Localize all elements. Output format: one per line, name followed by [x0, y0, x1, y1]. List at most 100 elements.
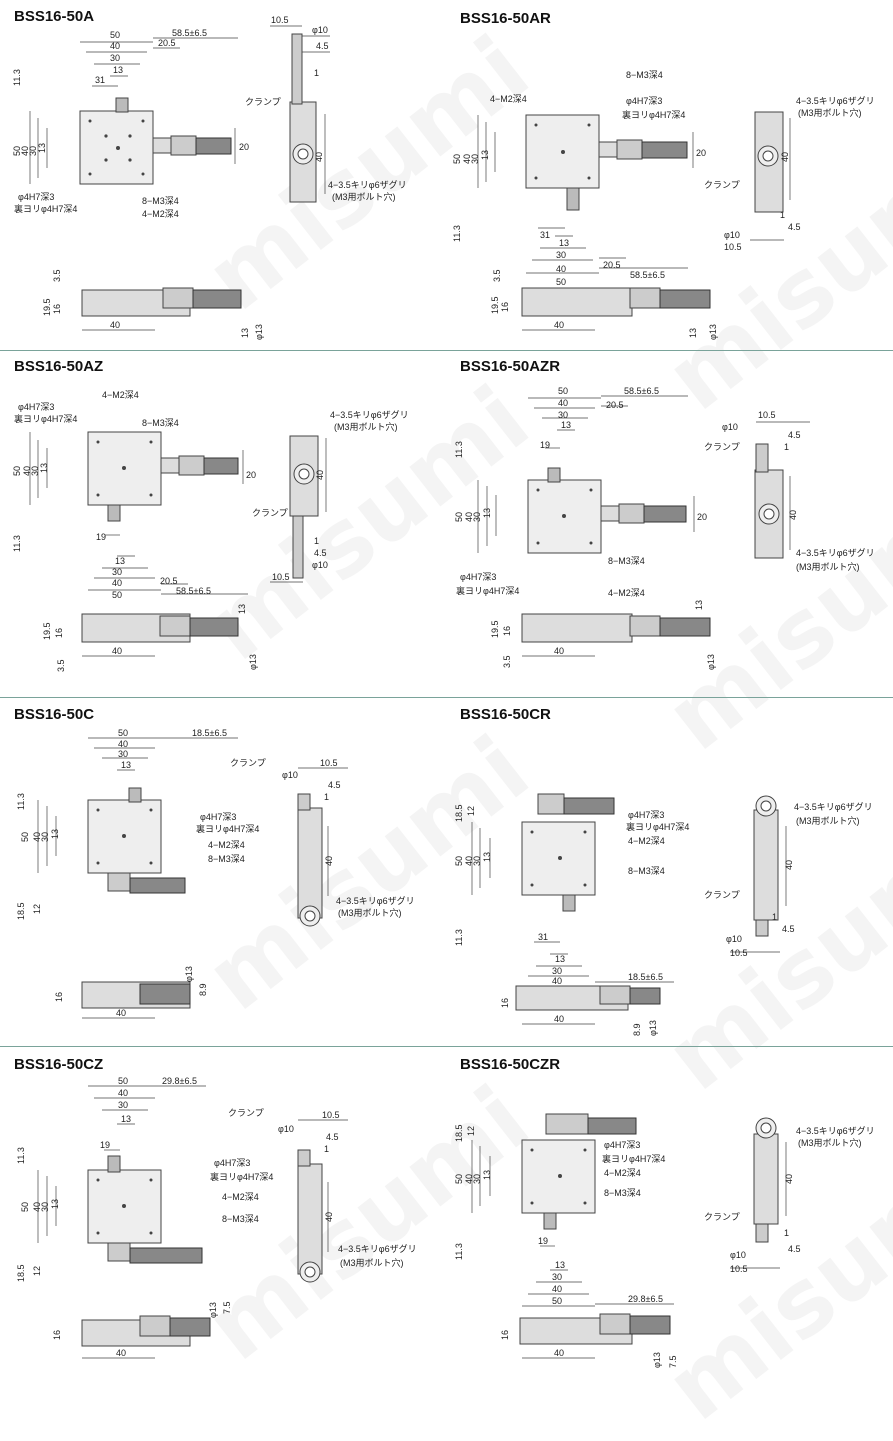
- svg-text:13: 13: [50, 829, 60, 839]
- model-title: BSS16-50CR: [460, 706, 551, 723]
- svg-text:12: 12: [466, 806, 476, 816]
- svg-text:クランプ: クランプ: [704, 180, 740, 190]
- svg-text:φ13: φ13: [184, 966, 194, 982]
- svg-text:20.5: 20.5: [160, 576, 178, 586]
- svg-text:40: 40: [552, 976, 562, 986]
- svg-text:16: 16: [52, 304, 62, 314]
- svg-text:30: 30: [472, 512, 482, 522]
- svg-text:40: 40: [554, 1348, 564, 1358]
- svg-text:18.5±6.5: 18.5±6.5: [628, 972, 663, 982]
- svg-text:50: 50: [12, 466, 22, 476]
- svg-text:1: 1: [314, 68, 319, 78]
- svg-text:40: 40: [784, 860, 794, 870]
- svg-text:40: 40: [784, 1174, 794, 1184]
- svg-text:12: 12: [32, 1266, 42, 1276]
- svg-text:φ10: φ10: [722, 422, 738, 432]
- svg-text:4−M2深4: 4−M2深4: [142, 209, 179, 219]
- svg-text:20: 20: [696, 148, 706, 158]
- svg-text:4−3.5キリφ6ザグリ: 4−3.5キリφ6ザグリ: [794, 801, 873, 812]
- svg-text:13: 13: [115, 556, 125, 566]
- svg-text:40: 40: [118, 1088, 128, 1098]
- svg-text:13: 13: [482, 508, 492, 518]
- svg-text:50: 50: [20, 1202, 30, 1212]
- svg-text:40: 40: [552, 1284, 562, 1294]
- svg-text:10.5: 10.5: [320, 758, 338, 768]
- svg-text:裏ヨリφ4H7深4: 裏ヨリφ4H7深4: [456, 585, 519, 596]
- svg-text:1: 1: [784, 1228, 789, 1238]
- svg-text:4.5: 4.5: [314, 548, 327, 558]
- svg-text:16: 16: [500, 302, 510, 312]
- svg-text:10.5: 10.5: [272, 572, 290, 582]
- svg-text:50: 50: [556, 277, 566, 287]
- svg-text:クランプ: クランプ: [704, 1212, 740, 1222]
- svg-text:16: 16: [502, 626, 512, 636]
- svg-text:30: 30: [558, 410, 568, 420]
- svg-text:40: 40: [462, 154, 472, 164]
- svg-text:12: 12: [466, 1126, 476, 1136]
- svg-text:40: 40: [556, 264, 566, 274]
- svg-text:10.5: 10.5: [730, 948, 748, 958]
- svg-text:1: 1: [324, 1144, 329, 1154]
- svg-text:13: 13: [121, 760, 131, 770]
- svg-text:クランプ: クランプ: [704, 890, 740, 900]
- svg-text:13: 13: [240, 328, 250, 338]
- svg-text:4−3.5キリφ6ザグリ: 4−3.5キリφ6ザグリ: [796, 1125, 875, 1136]
- drawing-50a-front: 40 3.5 19.5 16 13 φ13: [42, 269, 264, 340]
- svg-text:クランプ: クランプ: [228, 1108, 264, 1118]
- svg-text:58.5±6.5: 58.5±6.5: [624, 386, 659, 396]
- svg-text:13: 13: [50, 1199, 60, 1209]
- svg-text:4−3.5キリφ6ザグリ: 4−3.5キリφ6ザグリ: [336, 895, 415, 906]
- svg-text:31: 31: [538, 932, 548, 942]
- svg-text:40: 40: [22, 466, 32, 476]
- svg-text:1: 1: [314, 536, 319, 546]
- svg-text:4.5: 4.5: [326, 1132, 339, 1142]
- svg-text:40: 40: [116, 1348, 126, 1358]
- svg-text:20: 20: [246, 470, 256, 480]
- svg-text:40: 40: [788, 510, 798, 520]
- svg-text:58.5±6.5: 58.5±6.5: [176, 586, 211, 596]
- svg-text:20.5: 20.5: [606, 400, 624, 410]
- svg-text:裏ヨリφ4H7深4: 裏ヨリφ4H7深4: [602, 1153, 665, 1164]
- svg-text:50: 50: [112, 590, 122, 600]
- svg-text:13: 13: [480, 150, 490, 160]
- svg-text:φ13: φ13: [254, 324, 264, 340]
- svg-text:16: 16: [500, 998, 510, 1008]
- drawing-50cz-front: 40 16 φ13 7.5: [52, 1301, 232, 1359]
- svg-text:13: 13: [482, 852, 492, 862]
- svg-text:20.5: 20.5: [158, 38, 176, 48]
- svg-text:18.5: 18.5: [16, 1264, 26, 1282]
- svg-text:58.5±6.5: 58.5±6.5: [630, 270, 665, 280]
- svg-text:13: 13: [482, 1170, 492, 1180]
- svg-text:40: 40: [315, 470, 325, 480]
- svg-text:10.5: 10.5: [730, 1264, 748, 1274]
- svg-text:8−M3深4: 8−M3深4: [604, 1188, 641, 1198]
- svg-text:φ4H7深3: φ4H7深3: [460, 572, 496, 582]
- svg-text:3.5: 3.5: [502, 655, 512, 668]
- model-title: BSS16-50AZ: [14, 358, 104, 375]
- svg-text:φ4H7深3: φ4H7深3: [18, 192, 54, 202]
- svg-text:8.9: 8.9: [198, 983, 208, 996]
- svg-text:φ10: φ10: [724, 230, 740, 240]
- svg-text:40: 40: [32, 832, 42, 842]
- svg-text:30: 30: [472, 1174, 482, 1184]
- svg-text:4.5: 4.5: [788, 222, 801, 232]
- svg-text:1: 1: [772, 912, 777, 922]
- svg-text:50: 50: [454, 512, 464, 522]
- svg-text:8−M3深4: 8−M3深4: [608, 556, 645, 566]
- model-title: BSS16-50CZ: [14, 1056, 104, 1073]
- svg-text:4−M2深4: 4−M2深4: [208, 840, 245, 850]
- svg-text:(M3用ボルト穴): (M3用ボルト穴): [796, 561, 860, 572]
- svg-text:30: 30: [40, 1202, 50, 1212]
- drawing-50az-front: 40 19.5 16 3.5 13 φ13: [42, 604, 258, 672]
- svg-text:16: 16: [52, 1330, 62, 1340]
- svg-text:13: 13: [113, 65, 123, 75]
- svg-text:19.5: 19.5: [42, 298, 52, 316]
- drawing-50azr-front: 40 19.5 16 3.5 13 φ13: [490, 600, 716, 670]
- svg-text:19: 19: [100, 1140, 110, 1150]
- svg-text:31: 31: [95, 75, 105, 85]
